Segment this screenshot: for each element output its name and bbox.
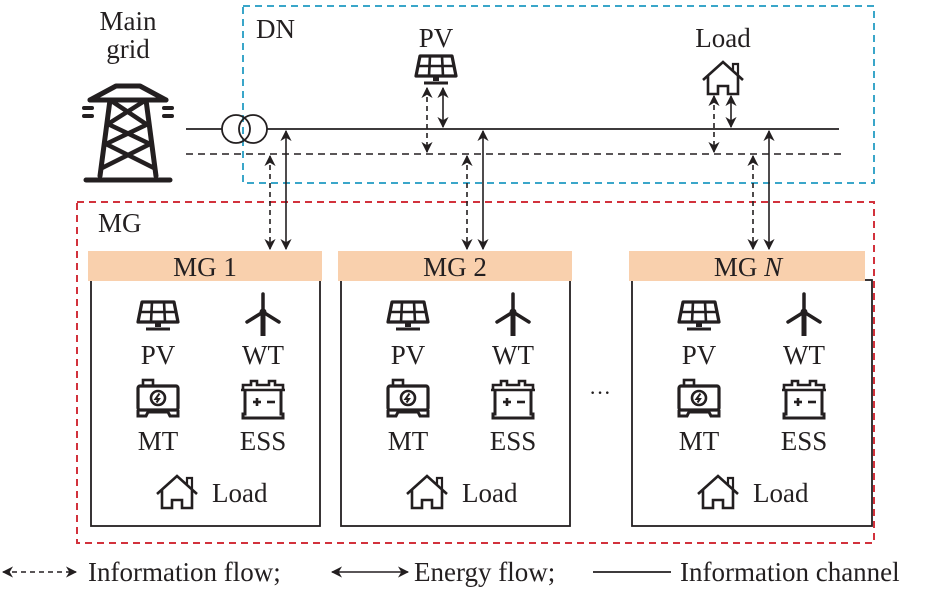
mt-label: MT xyxy=(679,426,720,456)
load-label: Load xyxy=(462,478,518,508)
mg-unit-2: MG 2 PV WT MT ESS Load xyxy=(338,251,572,527)
transformer-icon-primary xyxy=(221,114,251,144)
legend-info-flow-label: Information flow; xyxy=(88,557,281,587)
wt-label: WT xyxy=(242,340,284,370)
solar-panel-icon xyxy=(386,300,430,331)
wind-turbine-icon xyxy=(495,292,531,338)
mg-unit-header xyxy=(338,251,572,281)
dn-house-icon xyxy=(701,60,745,96)
mt-label: MT xyxy=(138,426,179,456)
mg-unit-title: MG 1 xyxy=(173,252,237,282)
micro-turbine-icon xyxy=(136,378,180,418)
legend-info-channel-label: Information channel xyxy=(680,557,900,587)
mg-unit-box xyxy=(631,279,873,527)
house-icon xyxy=(155,474,199,510)
house-icon xyxy=(696,474,740,510)
battery-icon xyxy=(239,379,287,420)
mg-unit-header xyxy=(629,251,865,281)
micro-turbine-icon xyxy=(386,378,430,418)
battery-icon xyxy=(780,379,828,420)
dn-load-label: Load xyxy=(695,23,751,53)
mg-unit-box xyxy=(340,279,571,527)
transmission-tower-icon xyxy=(84,86,172,180)
pv-label: PV xyxy=(141,340,176,370)
dn-solar-panel-icon xyxy=(414,54,458,85)
mg-ellipsis: ··· xyxy=(589,380,611,405)
battery-icon xyxy=(489,379,537,420)
mt-label: MT xyxy=(388,426,429,456)
micro-turbine-icon xyxy=(677,378,721,418)
dn-pv-label: PV xyxy=(419,23,454,53)
mg-boundary xyxy=(76,201,875,544)
load-label: Load xyxy=(212,478,268,508)
house-icon xyxy=(405,474,449,510)
mg-label: MG xyxy=(98,208,142,238)
mg-unit-title: MG N xyxy=(714,252,784,282)
mg-unit-title: MG 2 xyxy=(423,252,487,282)
mg-unit-n: MG N PV WT MT ESS Load xyxy=(629,251,873,527)
legend: Information flow; Energy flow; Informati… xyxy=(1,557,900,587)
wt-label: WT xyxy=(492,340,534,370)
ess-label: ESS xyxy=(240,426,287,456)
wind-turbine-icon xyxy=(786,292,822,338)
wind-turbine-icon xyxy=(245,292,281,338)
mg-unit-header xyxy=(88,251,322,281)
main-grid-label-line2: grid xyxy=(106,34,150,64)
pv-label: PV xyxy=(391,340,426,370)
dn-boundary xyxy=(242,5,875,184)
ess-label: ESS xyxy=(781,426,828,456)
solar-panel-icon xyxy=(136,300,180,331)
dn-label: DN xyxy=(256,14,295,44)
main-grid-label-line1: Main xyxy=(100,6,157,36)
mg-unit-box xyxy=(90,279,321,527)
pv-label: PV xyxy=(682,340,717,370)
wt-label: WT xyxy=(783,340,825,370)
solar-panel-icon xyxy=(677,300,721,331)
ess-label: ESS xyxy=(490,426,537,456)
load-label: Load xyxy=(753,478,809,508)
legend-energy-flow-label: Energy flow; xyxy=(414,557,555,587)
mg-unit-1: MG 1 PV WT MT ESS Load xyxy=(88,251,322,527)
